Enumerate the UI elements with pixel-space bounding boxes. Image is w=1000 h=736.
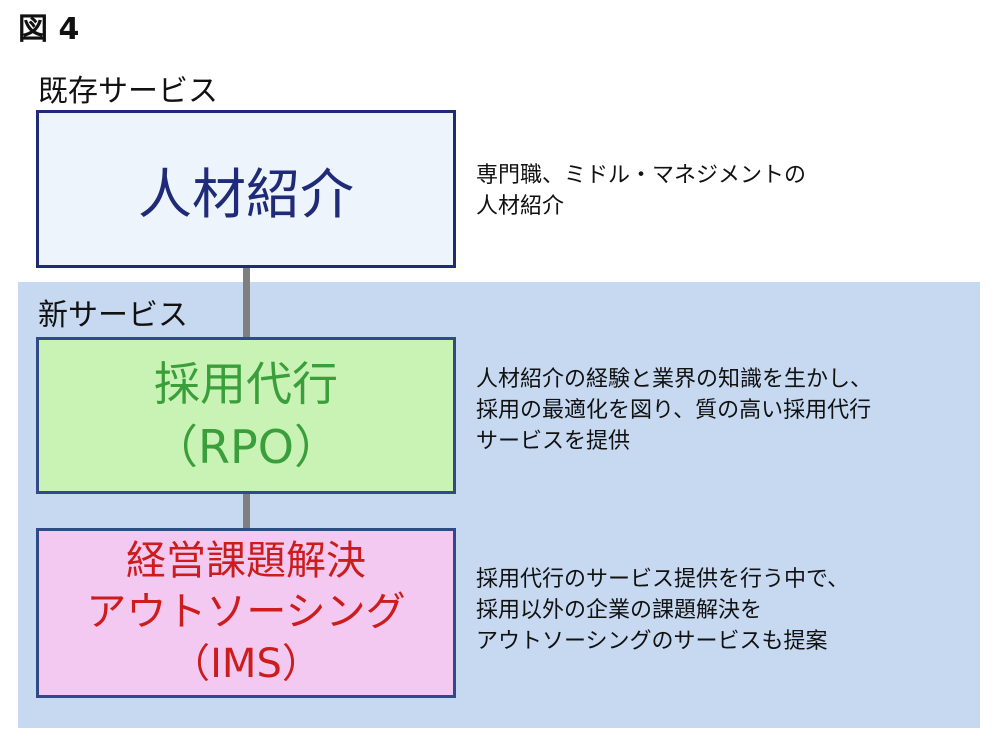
recruitment-service-box: 人材紹介 — [36, 110, 456, 268]
ims-title-line: 経営課題解決 — [126, 538, 366, 585]
ims-title-line: アウトソーシング — [86, 589, 406, 636]
ims-title-line: （IMS） — [170, 640, 322, 687]
description-line: 採用の最適化を図り、質の高い採用代行 — [476, 397, 872, 423]
rpo-service-box: 採用代行 （RPO） — [36, 337, 456, 494]
connector-line-bottom — [243, 494, 250, 528]
rpo-title-line: （RPO） — [152, 419, 340, 474]
connector-line-top — [243, 268, 250, 337]
description-line: 専門職、ミドル・マネジメントの — [476, 163, 807, 188]
description-line: 採用以外の企業の課題解決を — [476, 597, 763, 623]
rpo-title-line: 採用代行 — [154, 357, 338, 412]
recruitment-service-description: 専門職、ミドル・マネジメントの 人材紹介 — [476, 161, 806, 223]
rpo-service-description: 人材紹介の経験と業界の知識を生かし、 採用の最適化を図り、質の高い採用代行 サー… — [476, 365, 872, 457]
ims-service-box: 経営課題解決 アウトソーシング （IMS） — [36, 528, 456, 698]
description-line: 人材紹介の経験と業界の知識を生かし、 — [476, 367, 873, 392]
recruitment-service-title: 人材紹介 — [138, 162, 354, 226]
figure-title: 図 4 — [18, 12, 80, 47]
description-line: アウトソーシングのサービスも提案 — [476, 628, 828, 654]
description-line: 人材紹介 — [476, 193, 565, 219]
existing-services-label: 既存サービス — [38, 74, 218, 109]
description-line: 採用代行のサービス提供を行う中で、 — [476, 567, 850, 592]
ims-service-description: 採用代行のサービス提供を行う中で、 採用以外の企業の課題解決を アウトソーシング… — [476, 565, 849, 657]
new-services-label: 新サービス — [38, 298, 188, 333]
description-line: サービスを提供 — [476, 428, 631, 454]
